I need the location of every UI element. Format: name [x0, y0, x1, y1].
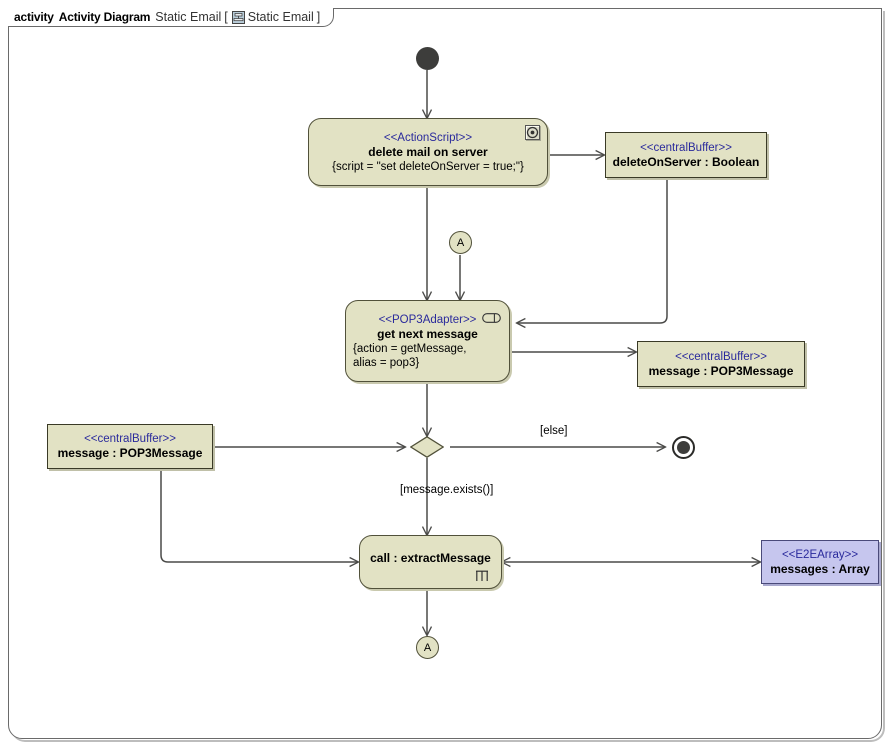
frame-bracket-open: [ — [224, 10, 228, 24]
central-buffer-message-right[interactable]: <<centralBuffer>> message : POP3Message — [637, 341, 805, 387]
frame-shadow — [11, 11, 885, 742]
connector-label: A — [456, 236, 465, 249]
action-stereotype: <<POP3Adapter>> — [378, 313, 477, 326]
call-behavior-action-extract-message[interactable]: call : extractMessage — [359, 535, 502, 589]
action-get-next-message[interactable]: <<POP3Adapter>> get next message {action… — [345, 300, 510, 382]
central-buffer-message-left[interactable]: <<centralBuffer>> message : POP3Message — [47, 424, 213, 469]
activity-final-node[interactable] — [672, 436, 695, 459]
central-buffer-messages-array[interactable]: <<E2EArray>> messages : Array — [761, 540, 879, 584]
action-delete-mail-on-server[interactable]: <<ActionScript>> delete mail on server {… — [308, 118, 548, 186]
buffer-name: messages : Array — [770, 561, 870, 576]
buffer-name: deleteOnServer : Boolean — [612, 154, 760, 169]
frame-bracket-close: ] — [316, 10, 321, 24]
decision-node[interactable] — [409, 436, 445, 458]
frame-inner-name: Static Email — [247, 10, 314, 24]
action-name: delete mail on server — [368, 144, 488, 159]
connector-label: A — [423, 641, 432, 654]
action-name: get next message — [377, 326, 478, 341]
edge-label-else: [else] — [540, 425, 568, 437]
class-diagram-icon — [231, 10, 245, 24]
script-icon[interactable] — [525, 125, 540, 140]
buffer-stereotype: <<E2EArray>> — [781, 548, 859, 561]
frame-title: Activity Diagram — [58, 10, 151, 24]
central-buffer-delete-on-server[interactable]: <<centralBuffer>> deleteOnServer : Boole… — [605, 132, 767, 178]
initial-node[interactable] — [416, 47, 439, 70]
adapter-icon[interactable] — [482, 310, 501, 323]
action-properties: {script = "set deleteOnServer = true;"} — [332, 160, 524, 173]
buffer-name: message : POP3Message — [648, 363, 794, 378]
buffer-stereotype: <<centralBuffer>> — [675, 350, 767, 363]
buffer-stereotype: <<centralBuffer>> — [84, 433, 176, 445]
action-stereotype: <<ActionScript>> — [383, 131, 473, 144]
diagram-frame-header[interactable]: activity Activity Diagram Static Email [… — [8, 8, 335, 27]
action-properties-line1: {action = getMessage, — [353, 342, 467, 355]
final-node-inner — [677, 441, 690, 454]
connector-node-a-top[interactable]: A — [449, 231, 472, 254]
edge-label-message-exists: [message.exists()] — [400, 484, 494, 496]
call-name: call : extractMessage — [370, 550, 491, 565]
buffer-name: message : POP3Message — [57, 446, 203, 460]
connector-node-a-bottom[interactable]: A — [416, 636, 439, 659]
rake-icon — [475, 569, 489, 581]
action-properties-line2: alias = pop3} — [353, 356, 420, 369]
frame-name: Static Email — [155, 10, 222, 24]
buffer-stereotype: <<centralBuffer>> — [640, 141, 732, 154]
frame-keyword: activity — [14, 10, 54, 24]
